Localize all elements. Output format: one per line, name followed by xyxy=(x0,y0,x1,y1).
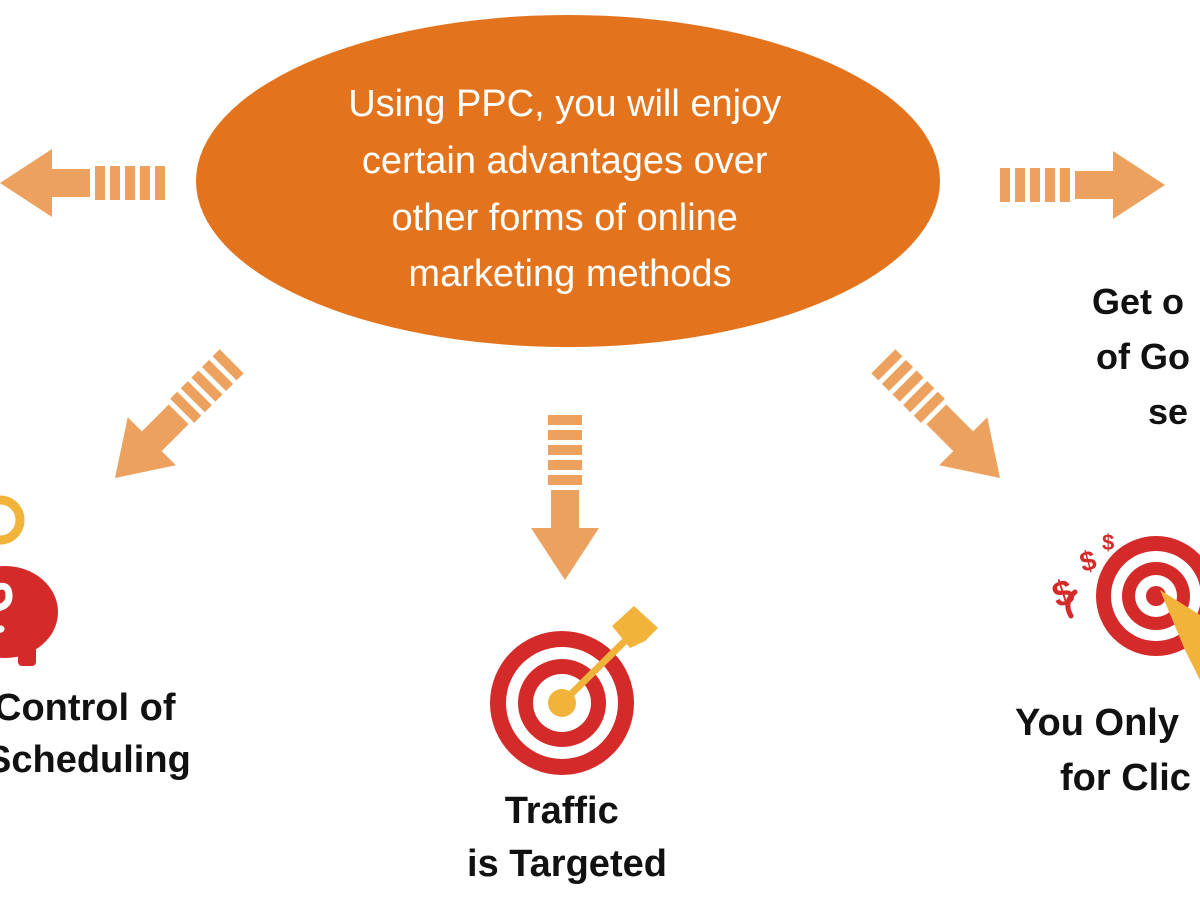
arrow-down-left xyxy=(90,337,256,503)
label-google: Get o of Go se xyxy=(1092,281,1200,432)
arrow-left xyxy=(0,149,165,217)
svg-text:$: $ xyxy=(1076,544,1099,578)
label-traffic-line-1: Traffic xyxy=(505,790,619,832)
label-google-line-2: of Go xyxy=(1096,336,1190,377)
center-line-4: marketing methods xyxy=(408,253,731,295)
center-ellipse xyxy=(196,15,940,347)
label-clicks-line-2: for Clic xyxy=(1060,757,1191,799)
label-google-line-3: se xyxy=(1148,391,1188,432)
arrow-right xyxy=(1000,151,1165,219)
label-control-line-2: Scheduling xyxy=(0,739,191,781)
label-traffic-line-2: is Targeted xyxy=(467,843,667,885)
center-line-3: other forms of online xyxy=(392,197,738,239)
center-node: Using PPC, you will enjoy certain advant… xyxy=(196,15,940,347)
svg-text:$: $ xyxy=(1102,530,1114,555)
label-control-line-1: Control of xyxy=(0,687,176,729)
label-control: Control of Scheduling xyxy=(0,687,191,781)
center-text: Using PPC, you will enjoy certain advant… xyxy=(348,83,792,295)
label-google-line-1: Get o xyxy=(1092,281,1184,322)
center-line-2: certain advantages over xyxy=(362,140,768,182)
target-icon xyxy=(490,606,658,775)
arrow-down-right xyxy=(859,337,1025,503)
arrow-down xyxy=(531,415,599,580)
center-line-1: Using PPC, you will enjoy xyxy=(348,83,781,125)
label-clicks: You Only for Clic xyxy=(1015,702,1191,799)
money-target-icon: $ $ $ xyxy=(1047,530,1200,680)
label-traffic: Traffic is Targeted xyxy=(467,790,667,885)
piggy-bank-icon xyxy=(0,495,58,666)
label-clicks-line-1: You Only xyxy=(1015,702,1179,744)
